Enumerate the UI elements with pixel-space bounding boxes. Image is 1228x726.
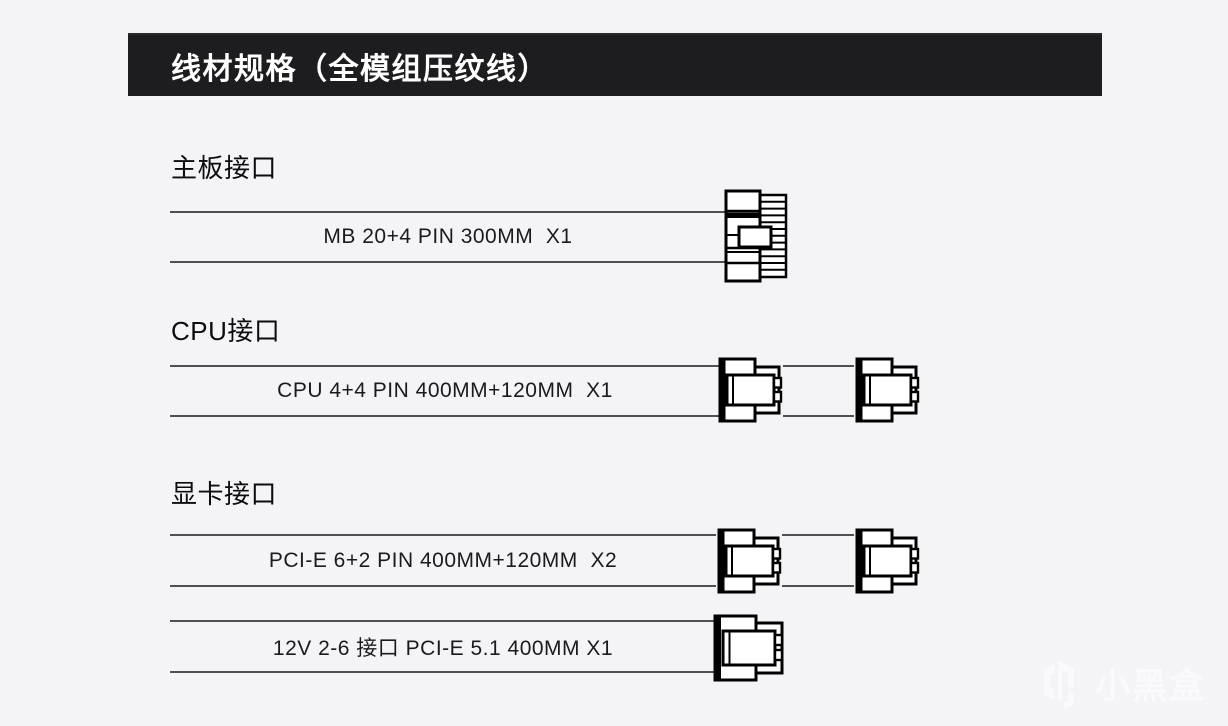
heybox-logo-icon [1044,659,1074,709]
cable-band-motherboard: MB 20+4 PIN 300MM X1 [170,211,726,263]
cable-spec-motherboard: MB 20+4 PIN 300MM X1 [323,225,573,248]
cpu-4plus4-connector-icon [717,356,783,424]
page-title: 线材规格（全模组压纹线） [171,52,549,86]
section-label-motherboard: 主板接口 [171,153,278,183]
pcie-6plus2-connector-icon [854,527,920,595]
cpu-4plus4-connector-icon [854,356,920,424]
cable-link-pcie [782,534,854,587]
watermark: 小黑盒 [1038,658,1206,709]
12v-2x6-connector-icon [712,613,786,683]
cable-band-pcie: PCI-E 6+2 PIN 400MM+120MM X2 [170,534,716,587]
cable-spec-pcie: PCI-E 6+2 PIN 400MM+120MM X2 [268,548,618,572]
watermark-text: 小黑盒 [1095,667,1207,706]
section-label-cpu: CPU接口 [171,316,281,346]
header-bar: 线材规格（全模组压纹线） [128,33,1102,96]
cable-spec-cpu: CPU 4+4 PIN 400MM+120MM X1 [277,379,613,402]
cable-band-cpu: CPU 4+4 PIN 400MM+120MM X1 [170,365,720,417]
section-label-gpu: 显卡接口 [171,479,278,509]
cable-link-cpu [783,365,854,417]
cable-band-12v: 12V 2-6 接口 PCI-E 5.1 400MM X1 [170,620,716,673]
pcie-6plus2-connector-icon [716,527,782,595]
cable-spec-12v: 12V 2-6 接口 PCI-E 5.1 400MM X1 [272,636,614,660]
atx-24pin-connector-icon [722,189,790,283]
